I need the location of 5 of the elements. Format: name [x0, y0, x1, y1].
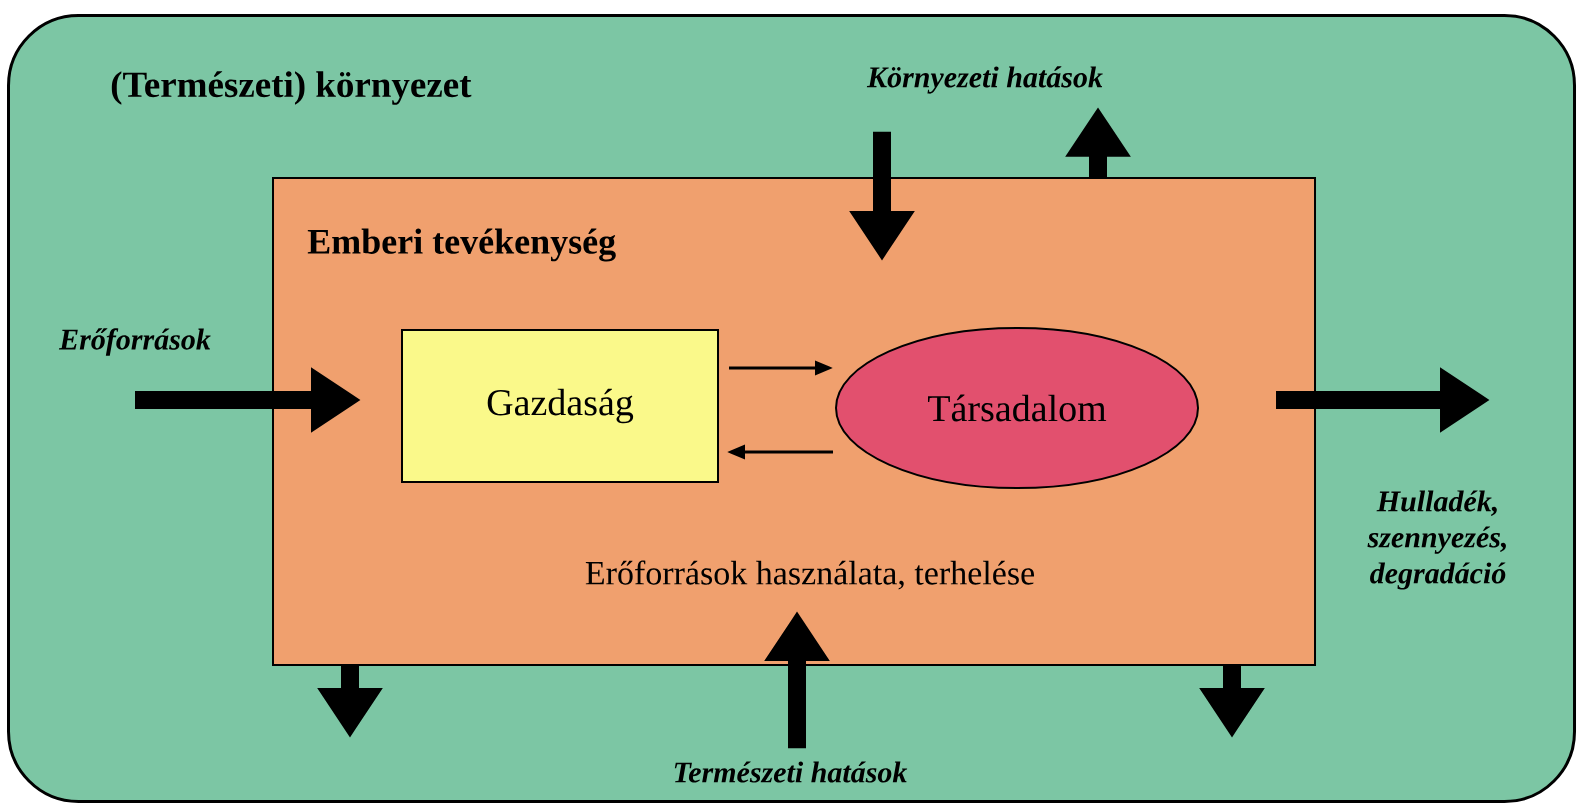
process-box: Gazdaság — [401, 329, 719, 483]
flow-label: Hulladék, szennyezés, degradáció — [1367, 490, 1506, 590]
flow-label: Erőforrások — [58, 328, 211, 356]
flow-label: Természeti hatások — [674, 761, 908, 783]
flow-label: Környezeti hatások — [866, 66, 1103, 94]
